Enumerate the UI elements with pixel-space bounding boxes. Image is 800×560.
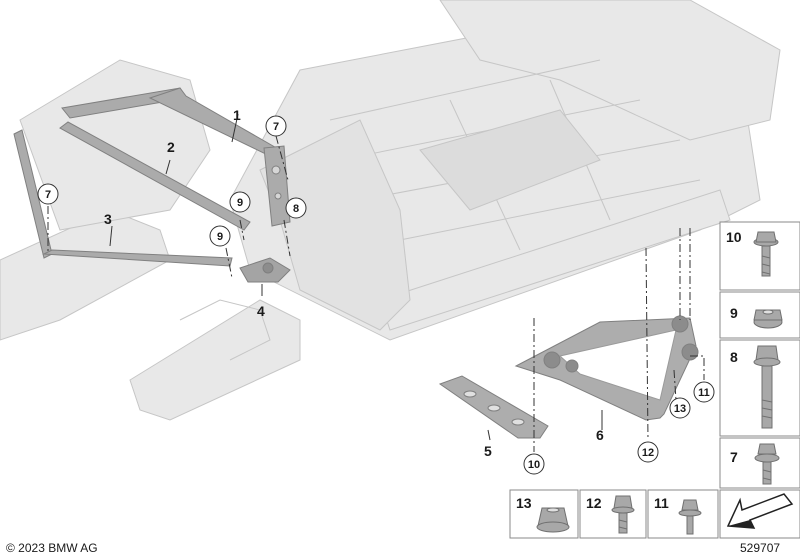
panel-label-8: 8 xyxy=(730,349,738,365)
ref-9-upper: 9 xyxy=(237,197,243,209)
panel-label-10: 10 xyxy=(726,229,742,245)
circled-refs xyxy=(37,115,715,475)
bolt-10-icon xyxy=(753,231,779,277)
callout-part-2: 2 xyxy=(167,139,175,155)
front-direction-arrow-icon xyxy=(726,493,794,529)
nut-13-icon xyxy=(536,507,570,533)
callout-part-3: 3 xyxy=(104,211,112,227)
ref-12: 12 xyxy=(642,447,654,459)
callout-part-1: 1 xyxy=(233,107,241,123)
bolt-12-icon xyxy=(611,495,635,534)
ref-8: 8 xyxy=(293,203,299,215)
panel-label-12: 12 xyxy=(586,495,602,511)
label-leaders xyxy=(109,113,603,441)
callout-part-6: 6 xyxy=(596,427,604,443)
part-5-plate xyxy=(438,375,549,439)
callout-part-5: 5 xyxy=(484,443,492,459)
diagram-reference-number: 529707 xyxy=(740,541,781,555)
ref-10: 10 xyxy=(528,459,540,471)
ref-9-lower: 9 xyxy=(217,231,223,243)
part-1-front-brace xyxy=(61,87,291,227)
part-3-lower-brace xyxy=(13,129,233,267)
ref-13: 13 xyxy=(674,403,686,415)
bolt-7-icon xyxy=(754,443,780,485)
ref-7-top: 7 xyxy=(273,121,279,133)
panel-label-11: 11 xyxy=(654,495,669,511)
ref-11: 11 xyxy=(698,387,710,399)
screw-11-icon xyxy=(678,499,702,535)
part-4-bracket xyxy=(239,257,291,283)
bolt-8-icon xyxy=(753,345,781,429)
panel-label-9: 9 xyxy=(730,305,738,321)
copyright-text: © 2023 BMW AG xyxy=(6,541,98,555)
leader-lines xyxy=(47,135,705,452)
callout-part-4: 4 xyxy=(257,303,265,319)
panel-label-7: 7 xyxy=(730,449,738,465)
nut-9-icon xyxy=(753,309,783,329)
panel-label-13: 13 xyxy=(516,495,532,511)
part-2-strut-brace xyxy=(59,121,251,231)
ref-7-left: 7 xyxy=(45,189,51,201)
